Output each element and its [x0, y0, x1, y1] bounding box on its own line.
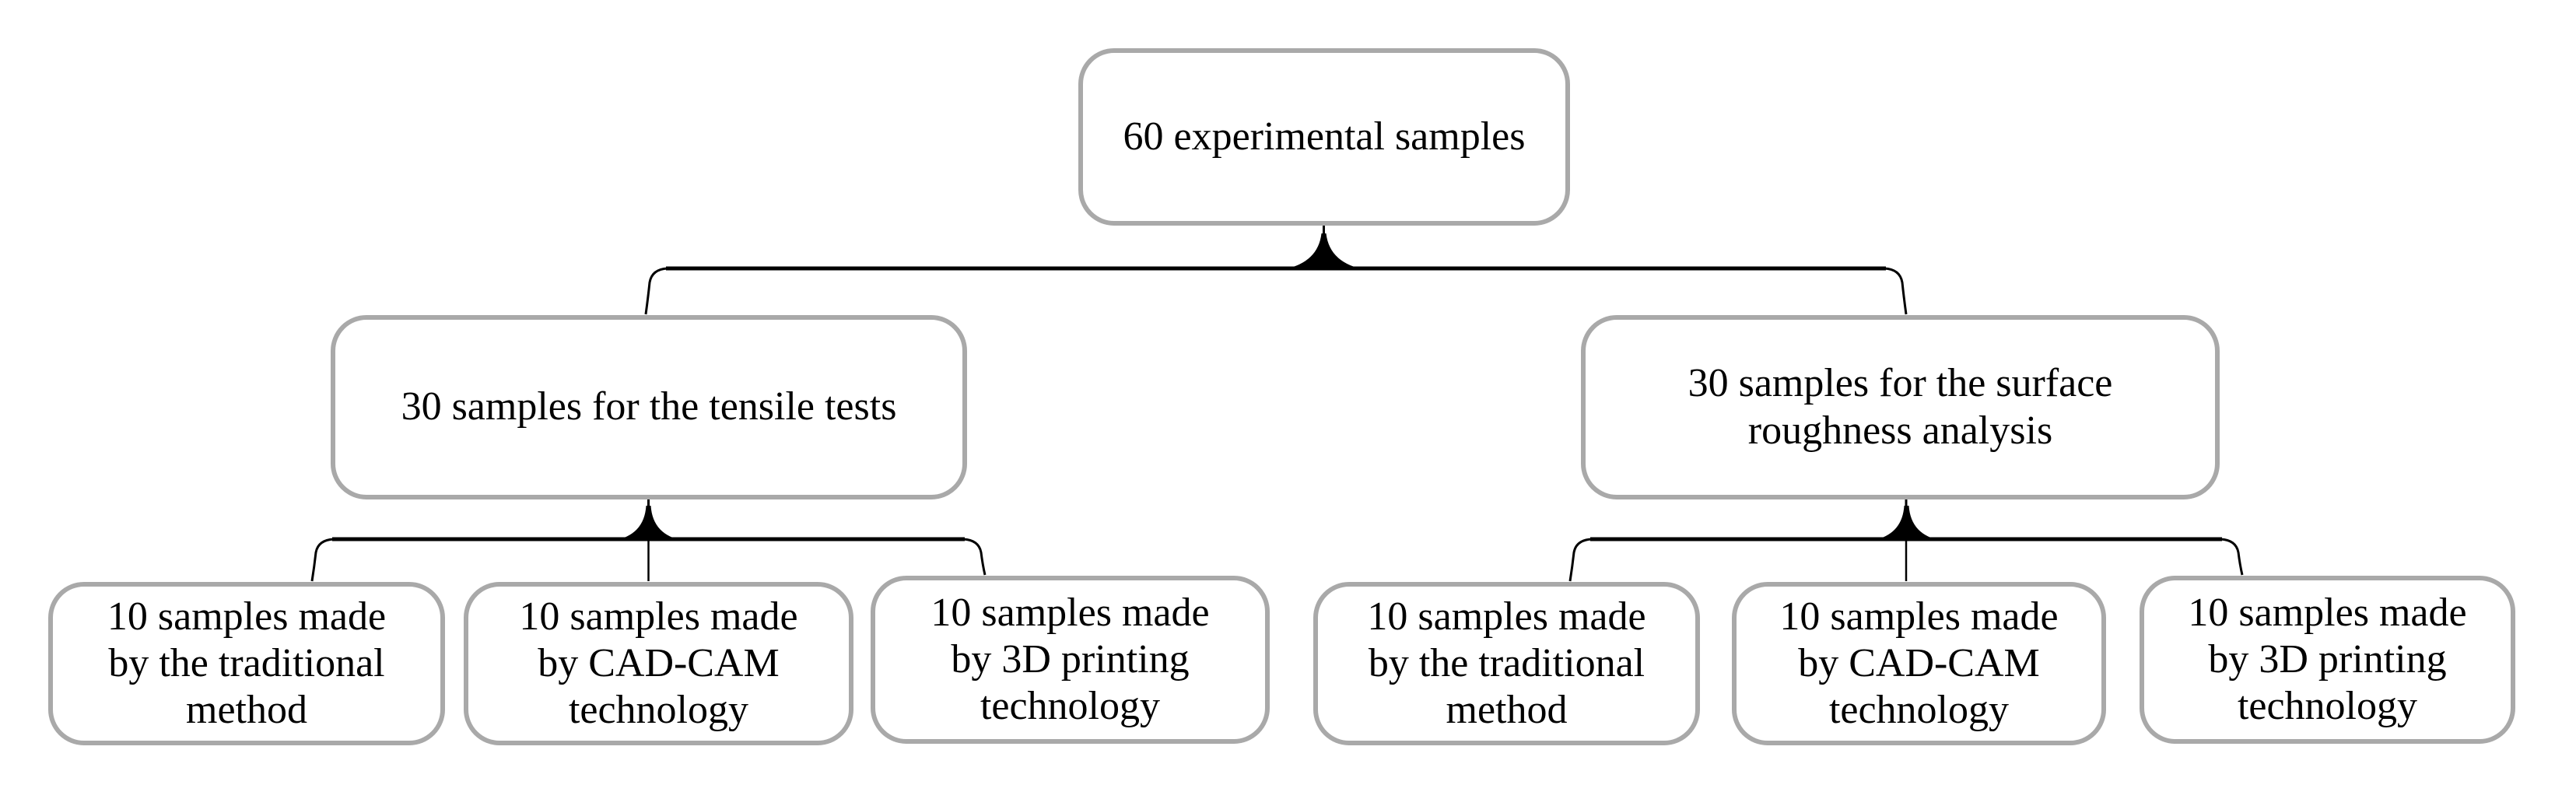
- bracket-right-left-drop: [1568, 538, 1593, 582]
- bracket-left-flare: [613, 506, 684, 541]
- node-leaf-3dprint-tensile: 10 samples made by 3D printing technolog…: [871, 576, 1270, 744]
- node-leaf-cadcam-roughness: 10 samples made by CAD-CAM technology: [1732, 582, 2106, 745]
- bracket-left-left-drop: [310, 538, 335, 582]
- bracket-root-right-drop: [1884, 267, 1908, 315]
- node-root-total-samples: 60 experimental samples: [1078, 48, 1570, 226]
- node-branch-tensile-tests: 30 samples for the tensile tests: [331, 315, 967, 499]
- bracket-root-flare: [1281, 233, 1367, 270]
- bracket-left-right-drop: [962, 538, 987, 576]
- node-leaf-traditional-roughness: 10 samples made by the traditional metho…: [1313, 582, 1700, 745]
- node-leaf-traditional-tensile: 10 samples made by the traditional metho…: [48, 582, 445, 745]
- bracket-right-right-drop: [2220, 538, 2244, 576]
- node-leaf-cadcam-tensile: 10 samples made by CAD-CAM technology: [464, 582, 853, 745]
- node-branch-surface-roughness: 30 samples for the surface roughness ana…: [1581, 315, 2220, 499]
- node-leaf-3dprint-roughness: 10 samples made by 3D printing technolog…: [2140, 576, 2515, 744]
- bracket-right-flare: [1871, 506, 1942, 541]
- bracket-root-left-drop: [644, 267, 668, 315]
